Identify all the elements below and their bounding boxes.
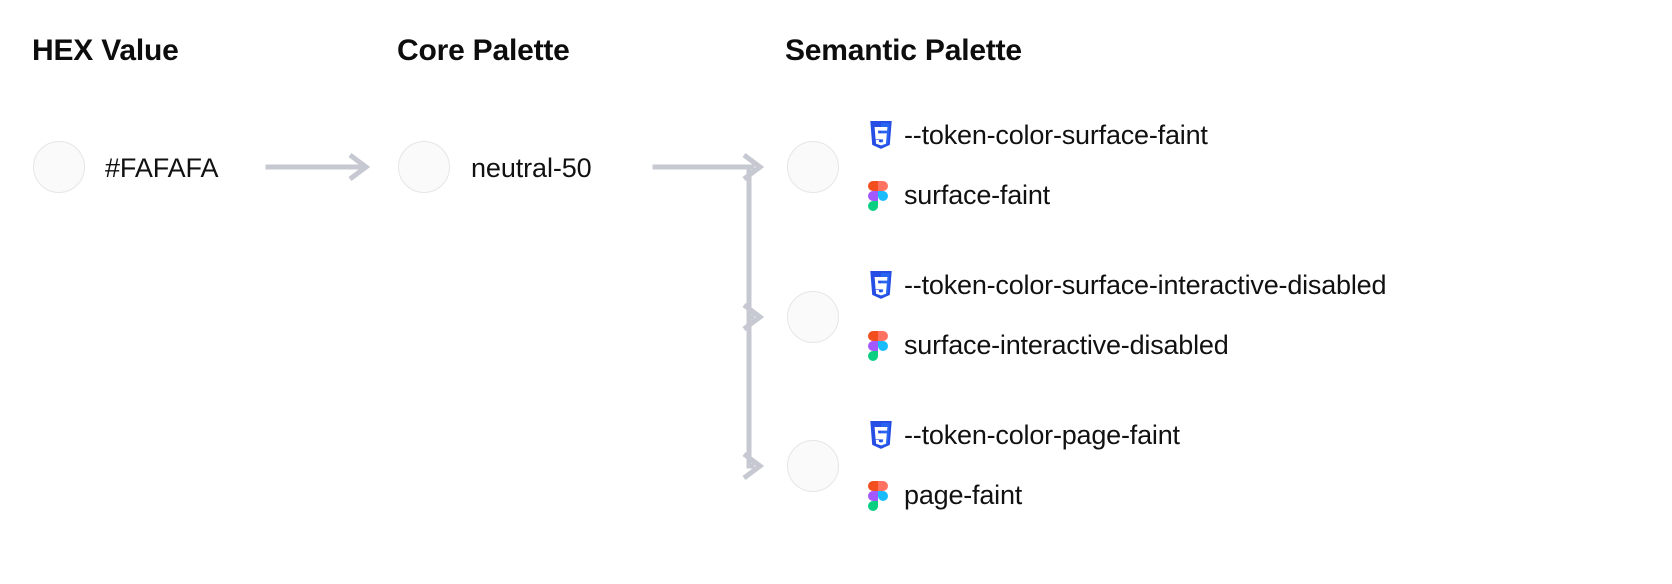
column-header-hex-value: HEX Value <box>32 34 179 67</box>
css3-icon <box>868 270 894 301</box>
semantic-css-token-row-1: --token-color-surface-interactive-disabl… <box>868 270 1386 301</box>
semantic-figma-token-row-1: surface-interactive-disabled <box>868 330 1229 361</box>
semantic-figma-token-row-0: surface-faint <box>868 180 1050 211</box>
core-palette-label: neutral-50 <box>471 153 592 183</box>
semantic-css-token-row-0: --token-color-surface-faint <box>868 120 1208 151</box>
swatch-core-palette <box>398 141 450 193</box>
css-token-label: --token-color-surface-faint <box>904 120 1208 150</box>
column-header-core-palette: Core Palette <box>397 34 570 67</box>
css3-icon <box>868 120 894 151</box>
figma-token-label: surface-faint <box>904 180 1050 210</box>
swatch-semantic-0 <box>787 141 839 193</box>
figma-icon <box>868 330 894 361</box>
figma-icon <box>868 480 894 511</box>
css-token-label: --token-color-surface-interactive-disabl… <box>904 270 1387 300</box>
figma-token-label: surface-interactive-disabled <box>904 330 1229 360</box>
figma-token-label: page-faint <box>904 480 1023 510</box>
hex-value-label: #FAFAFA <box>105 153 219 183</box>
semantic-figma-token-row-2: page-faint <box>868 480 1022 511</box>
column-header-semantic-palette: Semantic Palette <box>785 34 1022 67</box>
swatch-semantic-2 <box>787 440 839 492</box>
swatch-semantic-1 <box>787 291 839 343</box>
semantic-css-token-row-2: --token-color-page-faint <box>868 420 1180 451</box>
css3-icon <box>868 420 894 451</box>
figma-icon <box>868 180 894 211</box>
swatch-hex-value <box>33 141 85 193</box>
css-token-label: --token-color-page-faint <box>904 420 1180 450</box>
